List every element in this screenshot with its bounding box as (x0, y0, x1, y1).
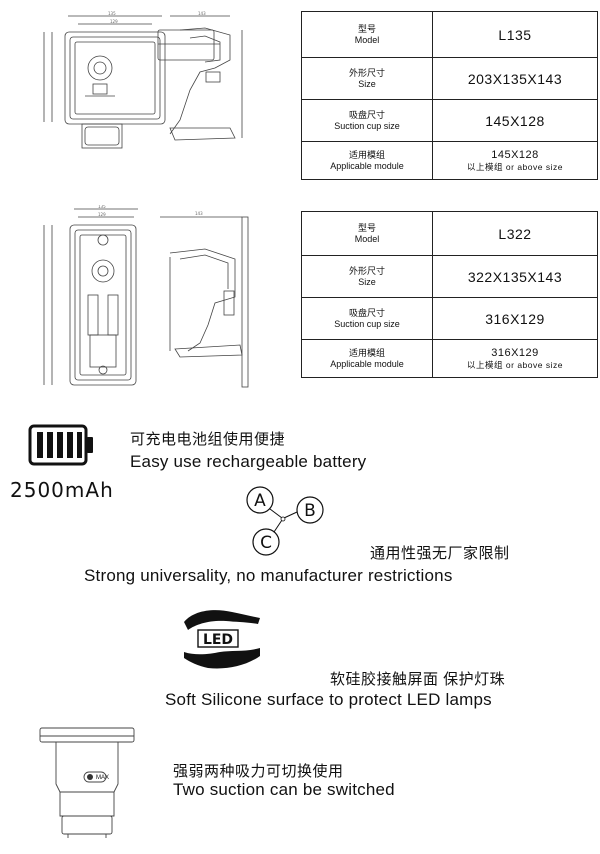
spec-row-module: 适用模组 Applicable module 145X128 以上模组 or a… (301, 141, 598, 180)
spec-label: 型号 Model (301, 11, 433, 58)
label-en: Applicable module (330, 160, 404, 171)
abc-connection-icon: A B C (246, 486, 324, 556)
suction-feature-en: Two suction can be switched (173, 780, 395, 799)
label-en: Applicable module (330, 358, 404, 369)
spec-value: L322 (432, 211, 598, 256)
label-en: Suction cup size (334, 318, 400, 329)
silicone-feature-cn: 软硅胶接触屏面 保护灯珠 (330, 671, 506, 688)
battery-icon (28, 424, 93, 466)
svg-text:135: 135 (98, 205, 106, 209)
svg-text:129: 129 (110, 19, 118, 24)
letter-b: B (304, 501, 316, 521)
suction-device-icon: MAX (39, 727, 135, 838)
spec-label: 外形尺寸 Size (301, 255, 433, 298)
spec-row-model: 型号 Model L135 (301, 11, 598, 58)
hands-protect-led-icon: LED (184, 610, 260, 669)
label-cn: 吸盘尺寸 (348, 307, 385, 318)
label-cn: 适用模组 (348, 149, 385, 160)
spec-label: 外形尺寸 Size (301, 57, 433, 100)
spec-value: 203X135X143 (432, 57, 598, 100)
value-note: 以上模组 or above size (467, 161, 563, 172)
spec-row-suction-cup: 吸盘尺寸 Suction cup size 145X128 (301, 99, 598, 142)
battery-feature-cn: 可充电电池组使用便捷 (130, 431, 286, 448)
label-cn: 吸盘尺寸 (348, 109, 385, 120)
svg-text:143: 143 (195, 211, 203, 216)
spec-row-size: 外形尺寸 Size 322X135X143 (301, 255, 598, 298)
label-en: Suction cup size (334, 120, 400, 131)
label-cn: 适用模组 (348, 347, 385, 358)
label-en: Size (358, 78, 376, 89)
label-cn: 型号 (357, 23, 376, 34)
spec-value: 145X128 以上模组 or above size (432, 141, 598, 180)
led-label: LED (203, 632, 233, 648)
universal-feature-en: Strong universality, no manufacturer res… (84, 566, 453, 585)
max-label: MAX (96, 775, 109, 781)
label-en: Model (354, 233, 380, 244)
battery-capacity: 2500mAh (10, 478, 114, 502)
battery-feature-en: Easy use rechargeable battery (130, 452, 367, 471)
spec-value: 316X129 (432, 297, 598, 340)
silicone-feature-en: Soft Silicone surface to protect LED lam… (165, 690, 492, 709)
letter-c: C (260, 533, 272, 553)
label-cn: 外形尺寸 (348, 67, 385, 78)
spec-label: 型号 Model (301, 211, 433, 256)
universal-feature-cn: 通用性强无厂家限制 (370, 545, 510, 562)
letter-a: A (254, 491, 266, 511)
suction-feature-cn: 强弱两种吸力可切换使用 (173, 763, 344, 780)
technical-drawing-l135: 135 129 143 (43, 11, 243, 149)
spec-row-model: 型号 Model L322 (301, 211, 598, 256)
spec-label: 吸盘尺寸 Suction cup size (301, 99, 433, 142)
value-note: 以上模组 or above size (467, 359, 563, 370)
value-main: 316X129 (491, 346, 539, 359)
spec-label: 吸盘尺寸 Suction cup size (301, 297, 433, 340)
spec-table-l135: 型号 Model L135 外形尺寸 Size 203X135X143 吸盘尺寸… (301, 11, 598, 180)
spec-row-module: 适用模组 Applicable module 316X129 以上模组 or a… (301, 339, 598, 378)
spec-row-suction-cup: 吸盘尺寸 Suction cup size 316X129 (301, 297, 598, 340)
spec-value: L135 (432, 11, 598, 58)
spec-value: 322X135X143 (432, 255, 598, 298)
spec-label: 适用模组 Applicable module (301, 141, 433, 180)
svg-text:129: 129 (98, 212, 106, 217)
value-main: 145X128 (491, 148, 539, 161)
spec-label: 适用模组 Applicable module (301, 339, 433, 378)
label-en: Size (358, 276, 376, 287)
spec-row-size: 外形尺寸 Size 203X135X143 (301, 57, 598, 100)
spec-table-l322: 型号 Model L322 外形尺寸 Size 322X135X143 吸盘尺寸… (301, 211, 598, 378)
label-cn: 型号 (357, 222, 376, 233)
svg-text:135: 135 (108, 11, 116, 16)
label-en: Model (354, 34, 380, 45)
svg-text:143: 143 (198, 11, 206, 16)
technical-drawing-l322: 135 129 143 (43, 205, 249, 388)
spec-value: 316X129 以上模组 or above size (432, 339, 598, 378)
spec-value: 145X128 (432, 99, 598, 142)
label-cn: 外形尺寸 (348, 265, 385, 276)
